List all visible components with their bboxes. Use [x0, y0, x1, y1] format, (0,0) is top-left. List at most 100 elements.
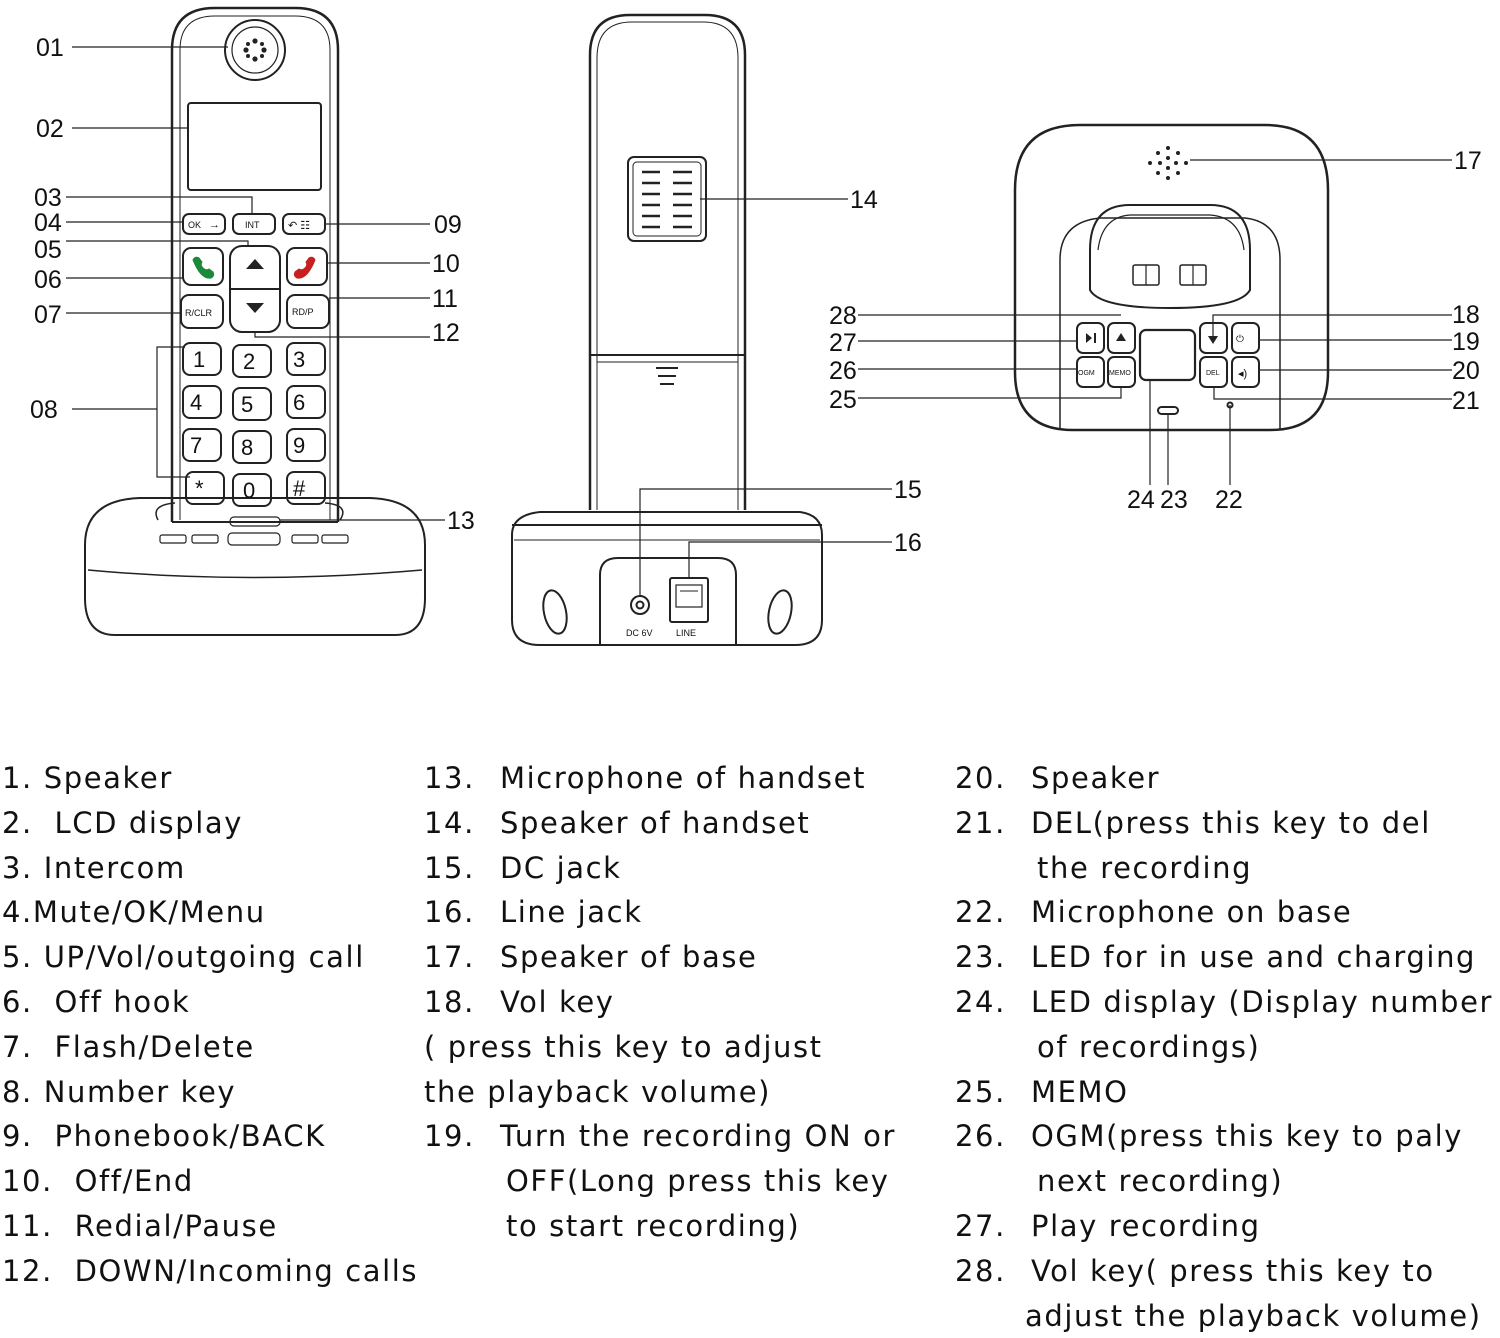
- legend-item-number: 24.: [955, 984, 1006, 1019]
- legend-item-number: 14.: [424, 805, 475, 840]
- legend-item-number: 18.: [424, 984, 475, 1019]
- legend-item-label: DEL(press this key to del: [1031, 805, 1431, 840]
- dc-jack: [630, 595, 650, 615]
- legend-item-label: Speaker of handset: [500, 805, 811, 840]
- legend-item: 25.MEMO: [955, 1070, 1500, 1115]
- dc-jack-label: DC 6V: [626, 628, 653, 638]
- legend-item-label: OFF(Long press this key: [506, 1164, 890, 1199]
- legend-item-number: 11.: [2, 1208, 75, 1243]
- legend-item: 1. Speaker: [2, 756, 422, 801]
- device-labels: OK → INT ↶ ☷ R/CLR RD/P 1 2 3 4 5 6 7 8 …: [185, 219, 1247, 638]
- legend-item-label: the playback volume): [424, 1074, 772, 1109]
- del-key-label: DEL: [1206, 370, 1220, 377]
- legend-item-number: [424, 1204, 506, 1249]
- callout-02: 02: [36, 115, 64, 143]
- callout-11: 11: [432, 285, 458, 313]
- legend-item: 26. OGM(press this key to paly: [955, 1114, 1500, 1159]
- callout-24: 24: [1127, 486, 1155, 514]
- legend-item-label: Speaker: [43, 761, 173, 795]
- callout-01: 01: [36, 34, 64, 62]
- legend-item: 6. Off hook: [2, 980, 422, 1025]
- base-top-view: [1013, 123, 1330, 432]
- legend-item-label: Speaker: [1031, 761, 1161, 795]
- legend-item: next recording): [955, 1159, 1500, 1204]
- legend-item-number: 7.: [2, 1029, 55, 1064]
- int-key-label: INT: [245, 220, 260, 230]
- ok-key-label: OK: [188, 220, 201, 230]
- handset-back: [511, 13, 823, 646]
- legend-item-label: Off hook: [54, 984, 191, 1019]
- callout-numbers: 01 02 03 04 05 06 07 08 09 10 11 12 13 1…: [30, 34, 1482, 557]
- key-4-label: 4: [190, 390, 202, 415]
- callout-15: 15: [894, 476, 922, 504]
- legend-item: 11. Redial/Pause: [2, 1204, 422, 1249]
- legend-item-label: Redial/Pause: [74, 1208, 278, 1243]
- legend-item-label: the recording: [1037, 850, 1253, 885]
- legend-item-label: Off/End: [74, 1164, 194, 1199]
- callout-26: 26: [829, 357, 857, 385]
- key-hash-label: #: [293, 476, 306, 501]
- legend-item-number: 4.: [2, 895, 33, 930]
- legend-item-label: Turn the recording ON or: [500, 1119, 897, 1154]
- rclr-key-label: R/CLR: [185, 308, 213, 318]
- ogm-key-label: OGM: [1078, 370, 1095, 377]
- legend-item: 2. LCD display: [2, 801, 422, 846]
- legend-item-number: 5.: [2, 940, 44, 975]
- legend-item-number: 12.: [2, 1253, 75, 1288]
- legend-item-label: LED display (Display number: [1031, 984, 1494, 1019]
- legend-item-number: 23.: [955, 940, 1006, 975]
- callout-03: 03: [34, 184, 62, 212]
- memo-key-label: MEMO: [1109, 370, 1131, 377]
- legend-item-label: LED for in use and charging: [1031, 940, 1477, 975]
- legend-item-label: MEMO: [1031, 1074, 1129, 1109]
- callout-25: 25: [829, 386, 857, 414]
- legend-item: ( press this key to adjust: [424, 1025, 944, 1070]
- legend-item-number: 20.: [955, 761, 1006, 795]
- legend-item: 5. UP/Vol/outgoing call: [2, 935, 422, 980]
- base-speaker: [1148, 146, 1188, 180]
- phone-diagram: OK → INT ↶ ☷ R/CLR RD/P 1 2 3 4 5 6 7 8 …: [30, 6, 1482, 646]
- base-in-use-led: [1157, 406, 1179, 415]
- legend-item-number: 10.: [2, 1164, 75, 1199]
- legend-item-label: OGM(press this key to paly: [1031, 1119, 1464, 1154]
- key-7-label: 7: [190, 433, 202, 458]
- legend-item: 9. Phonebook/BACK: [2, 1114, 422, 1159]
- callout-21: 21: [1452, 387, 1480, 415]
- legend-item-label: of recordings): [1037, 1029, 1261, 1064]
- legend-item-label: Play recording: [1031, 1208, 1261, 1243]
- legend-item-number: 19.: [424, 1119, 475, 1154]
- legend-item-label: next recording): [1037, 1164, 1284, 1199]
- callout-22: 22: [1215, 486, 1243, 514]
- key-star-label: *: [195, 476, 204, 501]
- key-9-label: 9: [293, 433, 305, 458]
- handset-front: [84, 6, 426, 636]
- legend-item-number: 27.: [955, 1208, 1006, 1243]
- callout-16: 16: [894, 529, 922, 557]
- callout-17: 17: [1454, 147, 1482, 175]
- legend-item-label: Vol key: [500, 984, 615, 1019]
- legend-item-number: [955, 846, 1037, 891]
- speaker-volume-icon: ◂): [1238, 368, 1247, 380]
- key-3-label: 3: [293, 347, 305, 372]
- legend-item: 3. Intercom: [2, 846, 422, 891]
- legend-item-label: Number key: [43, 1074, 237, 1109]
- legend-item-label: Intercom: [43, 850, 186, 885]
- legend-item-number: 15.: [424, 850, 475, 885]
- legend-item: 27. Play recording: [955, 1204, 1500, 1249]
- legend-item-label: ( press this key to adjust: [424, 1029, 823, 1064]
- legend-item-number: [955, 1159, 1037, 1204]
- legend-item-number: 26.: [955, 1119, 1006, 1154]
- back-key-glyph: ↶ ☷: [288, 220, 310, 232]
- legend-item-label: UP/Vol/outgoing call: [43, 940, 365, 975]
- callout-23: 23: [1160, 486, 1188, 514]
- legend-item-number: 28.: [955, 1253, 1006, 1288]
- legend-item-label: Speaker of base: [500, 940, 758, 975]
- legend-item-number: 6.: [2, 984, 55, 1019]
- legend-item-label: Line jack: [500, 895, 643, 930]
- line-jack-label: LINE: [676, 628, 696, 638]
- legend-item-label: to start recording): [506, 1208, 801, 1243]
- callout-07: 07: [34, 301, 62, 329]
